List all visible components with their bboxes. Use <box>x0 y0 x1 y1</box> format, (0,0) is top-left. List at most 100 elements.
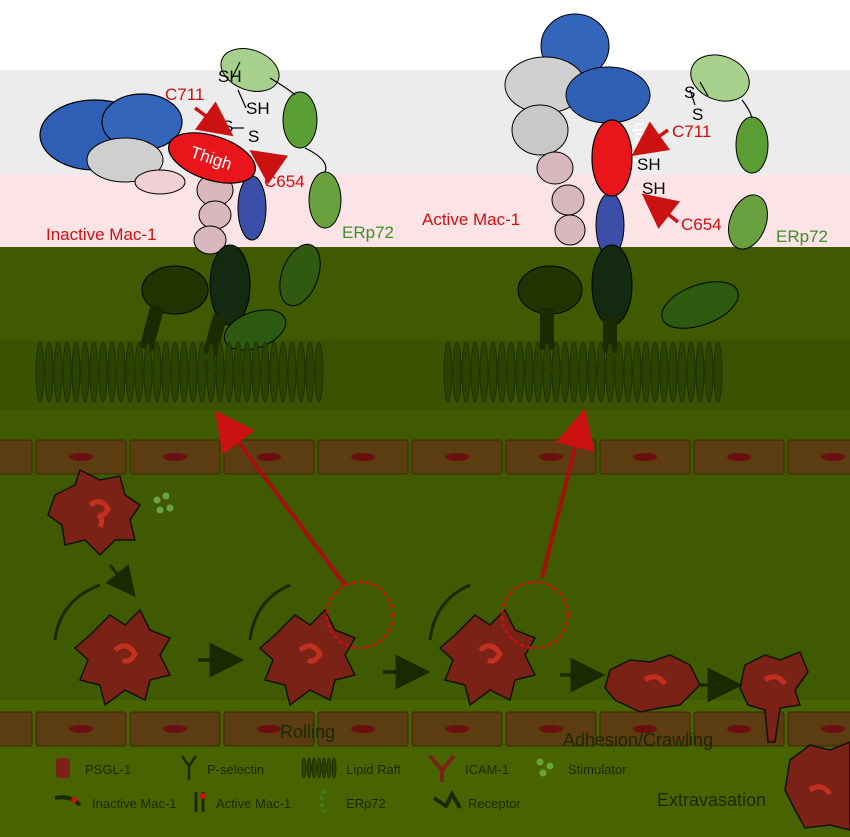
erp72-lower-left-2 <box>223 309 287 351</box>
legend-icam1-label: ICAM-1 <box>465 762 509 777</box>
disulfide-bond-right <box>689 81 709 106</box>
lipid-raft-segment <box>44 341 54 403</box>
lipid-raft-segment <box>62 341 72 403</box>
lipid-raft-segment <box>80 341 90 403</box>
nucleus-3 <box>298 643 323 664</box>
cd11b-pink-leg-1 <box>134 169 186 195</box>
lipid-raft-segment <box>560 341 570 403</box>
sh-label-1: SH <box>218 67 242 86</box>
lipid-raft-segment <box>479 341 489 403</box>
nucleus-4 <box>478 643 503 664</box>
stimulator-dot <box>166 504 174 512</box>
legend: PSGL-1 P-selectin Lipid Raft ICAM-1 Stim… <box>54 754 627 814</box>
lipid-raft-segment <box>260 341 270 403</box>
erp72-linkers <box>269 77 327 173</box>
lipid-raft-segment <box>497 341 507 403</box>
c711-arrow-left <box>193 101 234 137</box>
lipid-raft-icon <box>301 757 337 779</box>
cd11b-label-left: CD11b <box>195 361 241 378</box>
cd11b-calf-right-2 <box>551 184 585 216</box>
lipid-raft-segment <box>287 341 297 403</box>
stimulator-dot <box>162 492 170 500</box>
c711-label-right: C711 <box>672 122 711 141</box>
erp72-domain-b <box>282 91 318 149</box>
stimulator-icon-dot <box>536 758 544 766</box>
stage-rolling: Rolling <box>280 722 335 742</box>
zoom-circle-active <box>500 580 570 650</box>
lipid-raft-segment <box>650 341 660 403</box>
neutrophil-extravasated <box>784 741 850 831</box>
lipid-raft-segment <box>587 341 597 403</box>
cd18-label-left: CD18 <box>115 361 153 378</box>
erp72-domain-right-c <box>728 194 768 250</box>
psgl1-icon <box>56 758 70 778</box>
endothelial-nucleus <box>257 725 281 733</box>
erp72-lower-left <box>279 243 321 307</box>
lipid-raft-segment <box>677 341 687 403</box>
endothelial-nucleus <box>69 725 93 733</box>
pselectin-icon <box>180 755 198 780</box>
lipid-raft-segment <box>134 341 144 403</box>
inactive-mac1-icon <box>54 795 82 807</box>
cd18-label-right: CD18 <box>525 361 563 378</box>
lipid-raft-segment <box>296 341 306 403</box>
s-label-right-1: S <box>684 83 695 102</box>
endothelial-nucleus <box>445 725 469 733</box>
legend-erp72: ERp72 <box>319 788 386 814</box>
lipid-raft-segment <box>316 757 322 779</box>
lipid-raft-segment <box>704 341 714 403</box>
lipid-raft-segment <box>35 341 45 403</box>
lipid-raft-segment <box>305 341 315 403</box>
c654-label-right: C654 <box>681 215 722 234</box>
lipid-raft-segment <box>242 341 252 403</box>
lipid-raft-segment <box>197 341 207 403</box>
lipid-raft-segment <box>233 341 243 403</box>
inactive-mac1-lower <box>139 243 321 357</box>
lipid-raft-segment <box>311 757 317 779</box>
c711-arrow-right <box>631 121 671 157</box>
lipid-raft-segment <box>107 341 117 403</box>
lipid-raft-segment <box>278 341 288 403</box>
lipid-raft-segment <box>301 757 307 779</box>
lipid-raft-segment <box>614 341 624 403</box>
nucleus-7 <box>808 784 833 796</box>
legend-psgl1-label: PSGL-1 <box>85 762 131 777</box>
lipid-raft-segment <box>116 341 126 403</box>
endothelial-cell <box>0 439 33 475</box>
cell-body-4 <box>438 608 537 707</box>
lipid-raft-segment <box>215 341 225 403</box>
s-label-1: S <box>222 117 233 136</box>
stimulator-dot <box>153 496 161 504</box>
lipid-raft-segment <box>686 341 696 403</box>
lipid-raft-segment <box>452 341 462 403</box>
erp72-domain-right-b <box>735 116 769 174</box>
endothelial-nucleus <box>539 725 563 733</box>
endothelial-nucleus <box>163 453 187 461</box>
legend-lipid-raft-label: Lipid Raft <box>346 762 401 777</box>
legend-stimulator-label: Stimulator <box>568 762 627 777</box>
lipid-raft-segment <box>659 341 669 403</box>
nucleus-5 <box>643 674 668 686</box>
cd11b-stalk-right <box>540 308 554 350</box>
nucleus-6 <box>763 674 788 686</box>
lipid-raft-segment <box>443 341 453 403</box>
lipid-raft-segment <box>632 341 642 403</box>
lipid-raft-segment <box>98 341 108 403</box>
c654-label-left: C654 <box>264 172 305 191</box>
cd18-lower-left <box>141 265 209 315</box>
cd11b-calf-3 <box>193 225 227 255</box>
cell-body-6 <box>739 651 809 743</box>
endothelial-nucleus <box>727 453 751 461</box>
lipid-raft-segment <box>251 341 261 403</box>
lipid-raft-segment <box>224 341 234 403</box>
legend-lipid-raft: Lipid Raft <box>301 757 401 779</box>
sh-label-right-1: SH <box>637 155 661 174</box>
stimulator-icon-dot <box>539 769 547 777</box>
legend-receptor: Receptor <box>432 789 521 811</box>
sh-label-2: SH <box>246 99 270 118</box>
lipid-raft-segment <box>331 757 337 779</box>
lipid-raft-segment <box>206 341 216 403</box>
lipid-raft-segment <box>326 757 332 779</box>
